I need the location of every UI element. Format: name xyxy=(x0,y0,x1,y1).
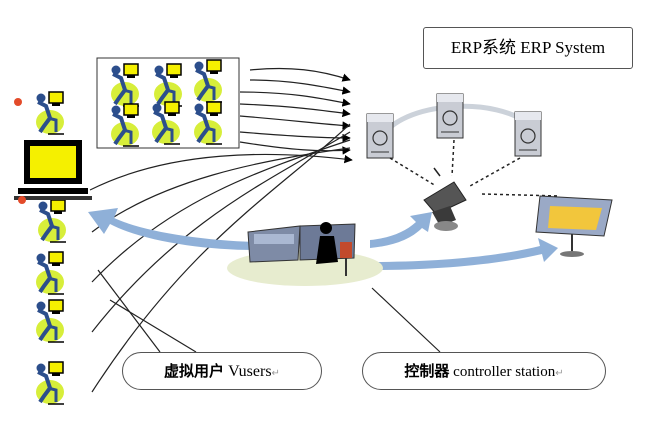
monitor-links xyxy=(389,139,561,197)
monitor-probe-icon xyxy=(423,167,467,231)
controller-station-icon xyxy=(227,222,383,286)
bubble-icon xyxy=(14,98,26,204)
vusers-callout: 虚拟用户 Vusers↵ xyxy=(122,352,322,390)
erp-system-label: ERP系统 ERP System xyxy=(423,27,633,69)
paragraph-mark: ↵ xyxy=(271,368,280,379)
callout-leaders xyxy=(97,269,441,353)
vusers-label-cn: 虚拟用户 xyxy=(164,362,225,380)
controller-callout: 控制器 controller station↵ xyxy=(362,352,606,390)
vuser-column xyxy=(34,90,68,406)
analysis-board-icon xyxy=(535,195,613,257)
controller-label-en: controller station xyxy=(453,364,556,380)
controller-label-cn: 控制器 xyxy=(404,362,450,380)
workstation-icon xyxy=(14,140,92,200)
paragraph-mark: ↵ xyxy=(555,368,564,379)
vuser-group-box xyxy=(96,57,240,149)
request-arrows xyxy=(89,67,353,393)
flow-arrows xyxy=(88,208,558,270)
vusers-label-en: Vusers xyxy=(228,363,272,380)
erp-servers xyxy=(366,93,542,159)
